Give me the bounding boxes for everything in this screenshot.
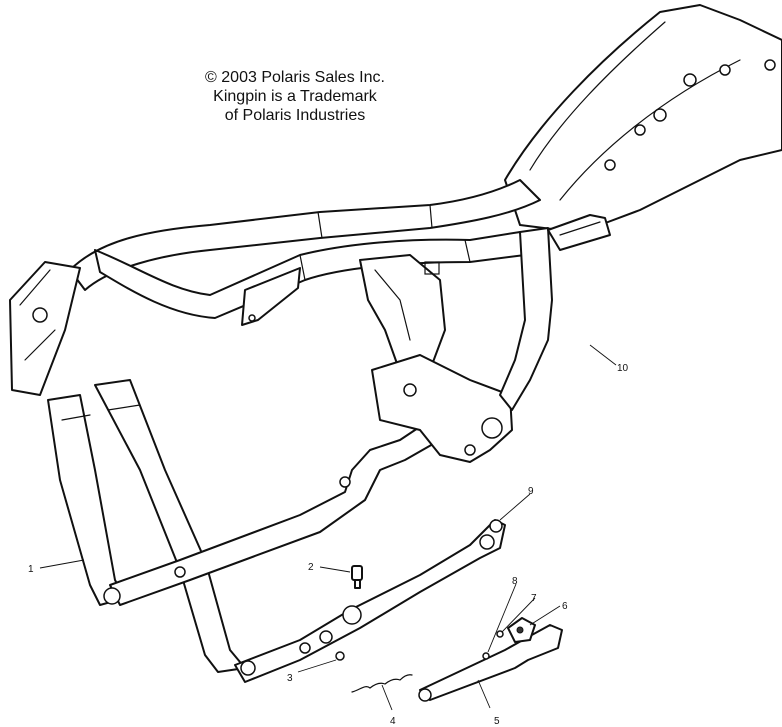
seat-post xyxy=(359,254,446,373)
side-bracket xyxy=(241,267,301,326)
callout-2: 2 xyxy=(308,562,314,573)
part-2-bolt xyxy=(351,565,363,589)
callout-4: 4 xyxy=(390,716,396,727)
swingarm-pivot xyxy=(371,354,513,463)
part-4-spring xyxy=(351,674,413,693)
callout-8: 8 xyxy=(512,576,518,587)
front-downtube-left xyxy=(47,394,126,606)
copyright-notice: © 2003 Polaris Sales Inc. Kingpin is a T… xyxy=(190,68,400,125)
part-5-kickstand xyxy=(419,624,563,701)
front-downtube-right xyxy=(94,379,246,673)
trademark-line: Kingpin is a Trademark xyxy=(213,88,377,105)
callout-5: 5 xyxy=(494,716,500,727)
part-7-washer xyxy=(496,630,504,638)
callout-1: 1 xyxy=(28,564,34,575)
top-backbone-tube xyxy=(69,179,541,291)
steering-head xyxy=(9,261,81,396)
part-9-side-rail xyxy=(234,519,506,683)
part-8-ball xyxy=(482,652,490,660)
callout-7: 7 xyxy=(531,593,537,604)
callout-10: 10 xyxy=(617,363,629,374)
callout-3: 3 xyxy=(287,673,293,684)
rear-fender-rail xyxy=(504,4,782,231)
copyright-line: © 2003 Polaris Sales Inc. xyxy=(205,69,385,86)
rear-downtube xyxy=(499,227,553,411)
trademark-owner-line: of Polaris Industries xyxy=(224,107,366,124)
part-3-nut xyxy=(335,651,345,661)
callout-6: 6 xyxy=(562,601,568,612)
callout-9: 9 xyxy=(528,486,534,497)
